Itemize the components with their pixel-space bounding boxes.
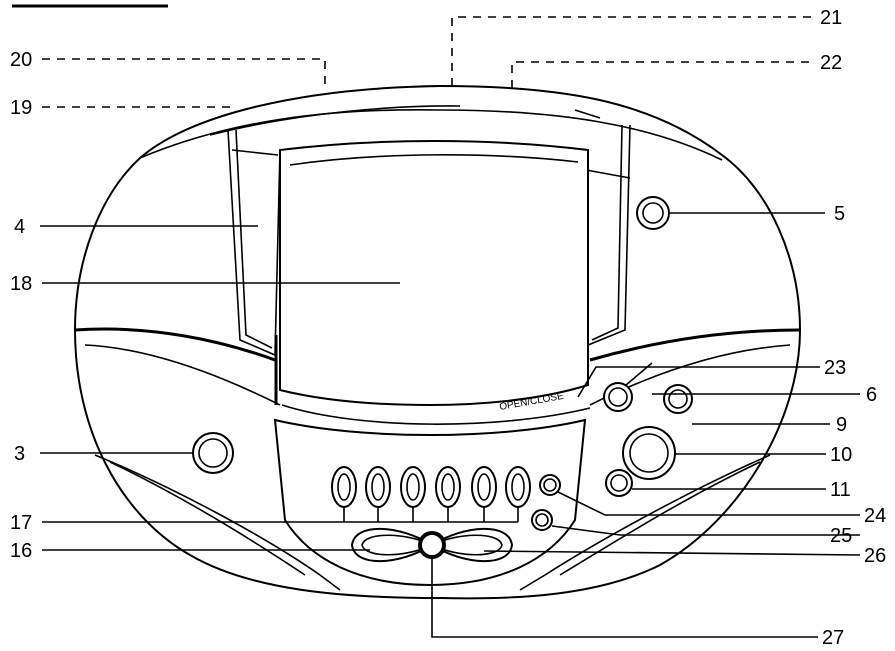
callout-25: 25 <box>830 525 852 547</box>
preset-button-6[interactable] <box>505 466 531 508</box>
preset-buttons <box>331 466 531 508</box>
callout-9: 9 <box>836 414 847 436</box>
center-knob <box>418 531 446 559</box>
tuning-control[interactable] <box>350 527 514 563</box>
callout-11: 11 <box>830 479 851 501</box>
callout-17: 17 <box>10 512 32 534</box>
preset-button-4[interactable] <box>435 466 461 508</box>
preset-button-5[interactable] <box>471 466 497 508</box>
right-button-10[interactable] <box>622 426 676 480</box>
leader-lines <box>40 16 861 638</box>
callout-5: 5 <box>834 203 845 225</box>
callout-19: 19 <box>10 97 32 119</box>
left-round-button[interactable] <box>192 432 234 474</box>
callout-20: 20 <box>10 49 32 71</box>
preset-button-1[interactable] <box>331 466 357 508</box>
small-button-24[interactable] <box>539 474 561 496</box>
callout-23: 23 <box>824 357 846 379</box>
callout-18: 18 <box>10 273 32 295</box>
right-button-9[interactable] <box>663 384 693 414</box>
callout-4: 4 <box>14 216 25 238</box>
small-button-25[interactable] <box>531 509 553 531</box>
callout-labels: 20 19 4 18 3 17 16 21 22 5 23 6 9 10 11 … <box>10 7 886 649</box>
callout-26: 26 <box>864 545 886 567</box>
top-right-button[interactable] <box>636 196 670 230</box>
callout-3: 3 <box>14 443 25 465</box>
right-button-6[interactable] <box>603 382 633 412</box>
callout-22: 22 <box>820 52 842 74</box>
callout-10: 10 <box>830 444 852 466</box>
right-button-11[interactable] <box>605 469 633 497</box>
callout-6: 6 <box>866 384 877 406</box>
callout-24: 24 <box>864 505 886 527</box>
callout-16: 16 <box>10 540 32 562</box>
preset-button-3[interactable] <box>400 466 426 508</box>
preset-button-2[interactable] <box>365 466 391 508</box>
callout-21: 21 <box>820 7 842 29</box>
callout-27: 27 <box>822 627 844 649</box>
display-lid <box>274 140 589 407</box>
